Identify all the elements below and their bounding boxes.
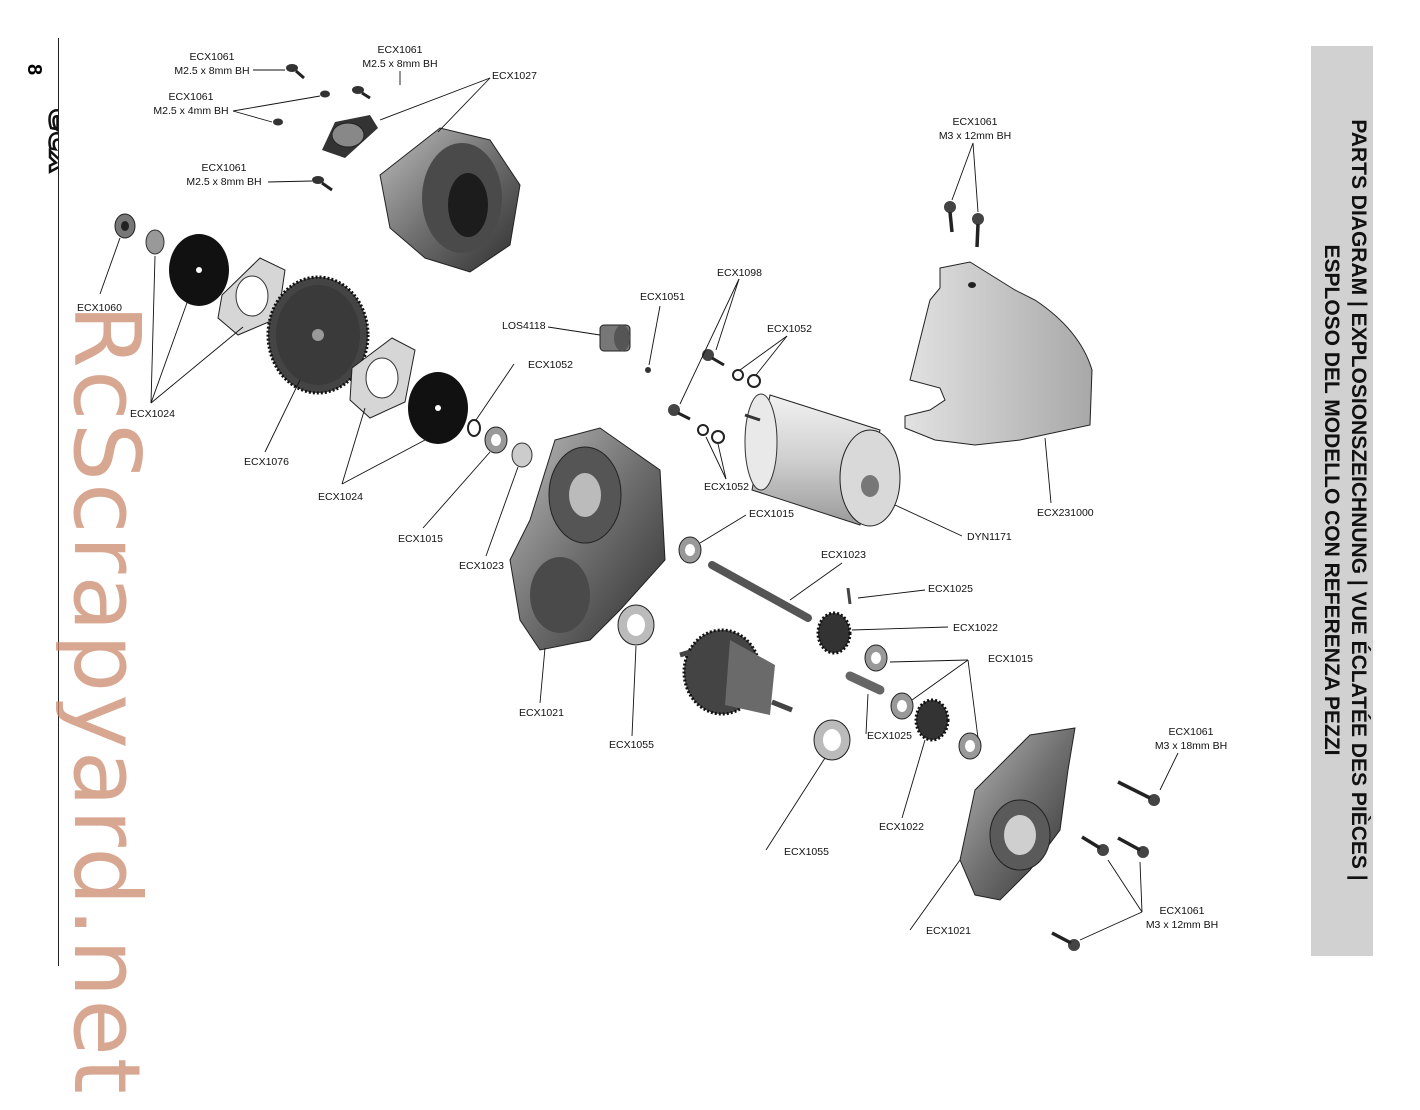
screw-m3-12-motor-mount-b (972, 213, 984, 248)
screw-m3-12-bottom-a (1081, 835, 1109, 856)
bearing-right-b (890, 692, 914, 720)
label-bearing-left: ECX1015 (398, 533, 443, 545)
label-motor: DYN1171 (967, 531, 1012, 543)
label-washers-top: ECX1052 (767, 323, 812, 335)
label-screw-top-left-spec: M2.5 x 8mm BH (174, 65, 249, 77)
bearing-large-lower (813, 719, 851, 761)
label-screw-mid-left-code: ECX1061 (202, 162, 247, 174)
gearbox-case-right (959, 727, 1076, 901)
label-slipper-nut: ECX1060 (77, 302, 122, 314)
idler-gear-top (816, 611, 852, 655)
motor-screw-b (668, 404, 691, 421)
label-idler-gear-top: ECX1022 (953, 622, 998, 634)
washers-top (732, 369, 761, 388)
shim (467, 419, 481, 437)
label-slipper-spring-pads: ECX1024 (130, 408, 175, 420)
label-motor-mount-screws-code: ECX1061 (953, 116, 998, 128)
label-screw-18mm-code: ECX1061 (1169, 726, 1214, 738)
label-screw-top-left-code: ECX1061 (190, 51, 235, 63)
bushing-left (511, 442, 533, 468)
bearing-right-a (864, 644, 888, 672)
bearing-mid (678, 536, 702, 564)
leader-lines (99, 69, 1179, 941)
label-idler-gear-lower: ECX1022 (879, 821, 924, 833)
gearbox-case-left (509, 427, 666, 651)
label-motor-guard: ECX231000 (1037, 507, 1094, 519)
screw-m3-12-motor-mount-a (944, 201, 956, 233)
label-screw-4mm-spec: M2.5 x 4mm BH (153, 105, 228, 117)
motor (744, 393, 901, 527)
screw-m25-8-top-mid (352, 86, 371, 100)
motor-guard (904, 261, 1093, 446)
slipper-pad-inner (408, 372, 468, 444)
label-pin-top: ECX1025 (928, 583, 973, 595)
washers-bottom (697, 424, 725, 444)
bearing-left (484, 426, 508, 454)
ecx-brand-logo-icon: ecx (40, 108, 58, 177)
gear-cover (322, 115, 521, 273)
title-line-2: ESPLOSO DEL MODELLO CON REFERENZA PEZZI (1320, 244, 1343, 756)
label-washers-bottom: ECX1052 (704, 481, 749, 493)
idler-gear-lower (914, 698, 950, 742)
parts-diagram-title: PARTS DIAGRAM | EXPLOSIONSZEICHNUNG | VU… (1312, 50, 1372, 950)
title-line-1: PARTS DIAGRAM | EXPLOSIONSZEICHNUNG | VU… (1347, 119, 1370, 881)
label-shim-left: ECX1052 (528, 359, 573, 371)
screw-m25-8-mid-left (312, 176, 333, 192)
label-bushing-left: ECX1023 (459, 560, 504, 572)
slipper-nut (114, 213, 136, 239)
bearing-large-left (617, 604, 655, 646)
bearing-right-c (958, 732, 982, 760)
label-case-right: ECX1021 (926, 925, 971, 937)
pin-lower (845, 671, 885, 695)
title-band (1311, 46, 1373, 956)
screw-m25-4-b (273, 118, 283, 126)
slipper-plate-inner (349, 337, 416, 419)
label-screws-bottom-code: ECX1061 (1160, 905, 1205, 917)
pinion-gear (599, 324, 631, 352)
label-motor-screws: ECX1098 (717, 267, 762, 279)
label-screw-mid-left-spec: M2.5 x 8mm BH (186, 176, 261, 188)
label-slipper-pads-lower: ECX1024 (318, 491, 363, 503)
slipper-plate-outer (217, 257, 286, 336)
screw-m25-8-top-left (286, 64, 305, 80)
screw-m3-12-bottom-c (1051, 931, 1080, 951)
label-set-screw: ECX1051 (640, 291, 685, 303)
label-bearings-right: ECX1015 (988, 653, 1033, 665)
label-bearing-mid: ECX1015 (749, 508, 794, 520)
slipper-pad-outer (169, 234, 229, 306)
shaft (708, 561, 812, 622)
label-spur-gear: ECX1076 (244, 456, 289, 468)
label-screw-top-mid-spec: M2.5 x 8mm BH (362, 58, 437, 70)
label-screw-4mm-code: ECX1061 (169, 91, 214, 103)
label-screw-top-mid-code: ECX1061 (378, 44, 423, 56)
exploded-diagram: ECX1061 M2.5 x 8mm BH ECX1061 M2.5 x 8mm… (77, 44, 1227, 951)
spur-gear (266, 275, 370, 395)
label-pin-lower: ECX1025 (867, 730, 912, 742)
label-motor-mount-screws-spec: M3 x 12mm BH (939, 130, 1011, 142)
screw-m3-12-bottom-b (1117, 836, 1149, 858)
screw-m3-18 (1117, 780, 1160, 806)
slipper-spring (145, 229, 165, 255)
label-bearing-large-left: ECX1055 (609, 739, 654, 751)
svg-text:ecx: ecx (41, 109, 58, 175)
label-gear-cover: ECX1027 (492, 70, 537, 82)
pin-top (846, 587, 852, 605)
set-screw (645, 367, 651, 373)
label-screws-bottom-spec: M3 x 12mm BH (1146, 919, 1218, 931)
label-case-left: ECX1021 (519, 707, 564, 719)
screw-m25-4-a (320, 90, 330, 98)
label-screw-18mm-spec: M3 x 18mm BH (1155, 740, 1227, 752)
label-bushing-shaft: ECX1023 (821, 549, 866, 561)
label-pinion: LOS4118 (502, 320, 546, 332)
margin-rule (58, 38, 59, 966)
differential (679, 628, 793, 716)
label-bearing-large-lower: ECX1055 (784, 846, 829, 858)
